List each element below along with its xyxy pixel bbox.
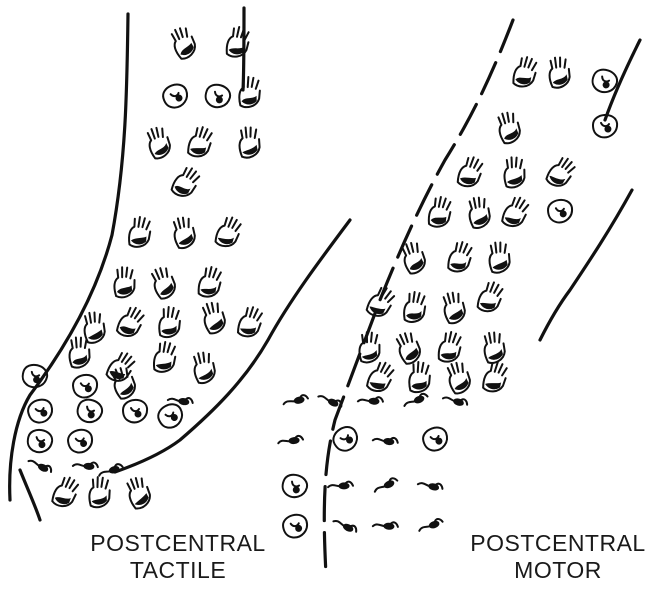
hand-icon	[122, 474, 154, 510]
face-icon	[281, 513, 309, 539]
hand-icon	[447, 240, 473, 273]
hand-icon	[404, 292, 426, 323]
hand-icon	[226, 26, 250, 58]
hand-icon	[443, 359, 475, 395]
caption-left-line2: TACTILE	[78, 557, 278, 584]
face-icon	[74, 396, 105, 426]
hand-icon	[409, 362, 431, 393]
hand-icon	[438, 331, 462, 363]
hand-icon	[214, 215, 243, 250]
hand-icon	[153, 341, 176, 372]
face-icon	[25, 427, 54, 455]
mark-icon	[442, 393, 468, 407]
hand-icon	[545, 55, 572, 89]
hand-icon	[167, 24, 200, 60]
hand-icon	[198, 266, 223, 299]
hand-icon	[365, 284, 397, 320]
mark-icon	[418, 518, 444, 533]
hand-icon	[236, 125, 262, 158]
mark-icon	[373, 435, 399, 446]
mark-icon	[358, 396, 383, 405]
hand-icon	[482, 360, 509, 394]
hand-icon	[169, 215, 199, 250]
face-icon	[72, 374, 98, 398]
face-icon	[161, 82, 190, 110]
hand-icon	[170, 164, 202, 200]
hand-icon	[438, 290, 468, 325]
hand-icon	[512, 55, 538, 88]
hand-icon	[116, 304, 147, 340]
mark-icon	[417, 479, 443, 492]
face-icon	[67, 428, 94, 454]
hand-icon	[159, 307, 180, 337]
mark-icon	[373, 521, 398, 530]
hand-icon	[480, 330, 508, 365]
face-icon	[279, 471, 310, 501]
mark-icon	[73, 461, 99, 470]
hand-icon	[357, 331, 381, 363]
hand-icon	[80, 310, 108, 344]
mark-icon	[283, 394, 309, 406]
mark-icon	[278, 435, 304, 445]
face-icon	[202, 81, 233, 111]
mark-icon	[403, 393, 429, 408]
caption-left-line1: POSTCENTRAL	[78, 530, 278, 557]
hand-icon	[237, 305, 264, 339]
mark-icon	[332, 517, 358, 535]
hand-icon	[51, 474, 80, 509]
face-icon	[547, 199, 572, 223]
face-icon	[26, 397, 55, 425]
hand-icon	[107, 364, 139, 400]
hand-icon	[366, 359, 396, 394]
hand-icon	[493, 110, 524, 146]
hand-icon	[147, 264, 180, 300]
caption-postcentral-tactile: POSTCENTRAL TACTILE	[78, 530, 278, 584]
hand-icon	[456, 155, 484, 189]
hand-icon	[129, 216, 151, 247]
hand-icon	[88, 476, 111, 507]
hand-icon	[502, 156, 527, 189]
caption-right-line1: POSTCENTRAL	[458, 530, 658, 557]
hand-icon	[464, 195, 493, 230]
hand-icon	[486, 240, 513, 274]
hand-icon	[501, 194, 531, 229]
face-icon	[421, 425, 450, 453]
face-icon	[123, 400, 147, 422]
hand-icon	[143, 124, 175, 160]
motor-strip-right-border	[540, 190, 632, 340]
motor-strip-upper-border	[605, 40, 640, 120]
hand-icon	[476, 280, 504, 315]
hand-icon	[187, 125, 214, 159]
hand-icon	[392, 329, 425, 365]
tactile-strip-lower-border	[115, 220, 350, 472]
mark-icon	[373, 477, 399, 494]
caption-postcentral-motor: POSTCENTRAL MOTOR	[458, 530, 658, 584]
tactile-strip-left-border	[10, 14, 128, 500]
mark-icon	[28, 457, 53, 475]
mark-icon	[328, 482, 353, 490]
hand-icon	[545, 154, 578, 190]
hand-icon	[198, 299, 229, 335]
hand-icon	[112, 266, 136, 298]
hand-icon	[428, 196, 452, 228]
tactile-strip-bottom-tail	[20, 470, 40, 520]
caption-right-line2: MOTOR	[458, 557, 658, 584]
face-icon	[155, 401, 186, 431]
hand-icon	[189, 350, 218, 385]
